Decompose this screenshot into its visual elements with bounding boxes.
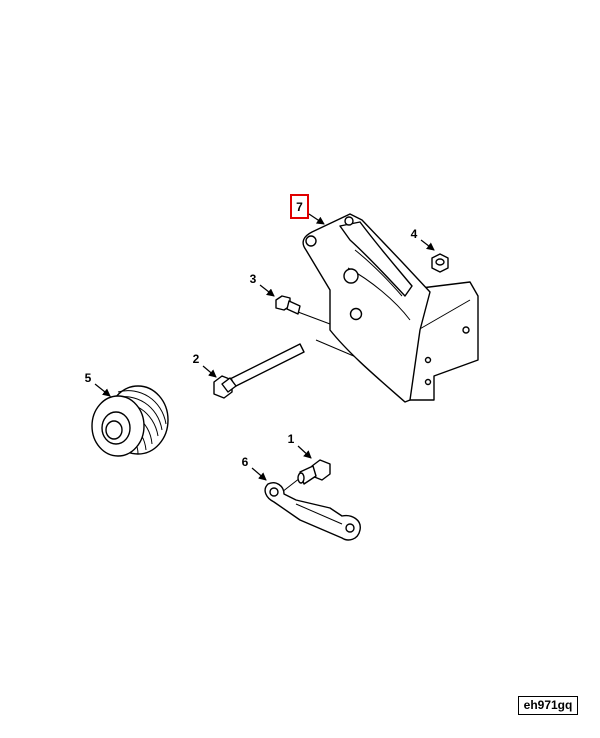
highlight-box (290, 194, 309, 219)
reference-code: eh971gq (518, 696, 578, 715)
stud-bolt-part[interactable] (297, 459, 331, 485)
callout-5-leader (94, 383, 111, 397)
callout-3: 3 (250, 272, 275, 297)
callout-1: 1 (288, 432, 312, 459)
callout-3-leader (259, 284, 275, 297)
callout-4: 4 (411, 227, 435, 251)
callout-4-label: 4 (411, 227, 418, 241)
callout-5: 5 (85, 371, 111, 397)
callout-1-label: 1 (288, 432, 295, 446)
callout-2: 2 (193, 352, 217, 378)
callout-7: 7 (290, 194, 325, 225)
callout-2-leader (202, 365, 217, 378)
long-bolt-part[interactable] (213, 343, 305, 399)
support-strap-part[interactable] (264, 482, 361, 541)
callout-2-label: 2 (193, 352, 200, 366)
short-bolt-part[interactable] (275, 295, 301, 315)
callout-7-leader (308, 213, 325, 225)
pulley-part[interactable] (91, 385, 169, 457)
callout-1-leader (297, 445, 312, 459)
mounting-bracket-part[interactable] (302, 213, 479, 403)
callout-4-leader (420, 239, 435, 251)
callout-6-label: 6 (242, 455, 249, 469)
callout-3-label: 3 (250, 272, 257, 286)
callout-6: 6 (242, 455, 267, 481)
callout-7-label: 7 (296, 200, 303, 214)
callout-5-label: 5 (85, 371, 92, 385)
callout-6-leader (251, 467, 267, 481)
nut-part[interactable] (431, 253, 449, 273)
